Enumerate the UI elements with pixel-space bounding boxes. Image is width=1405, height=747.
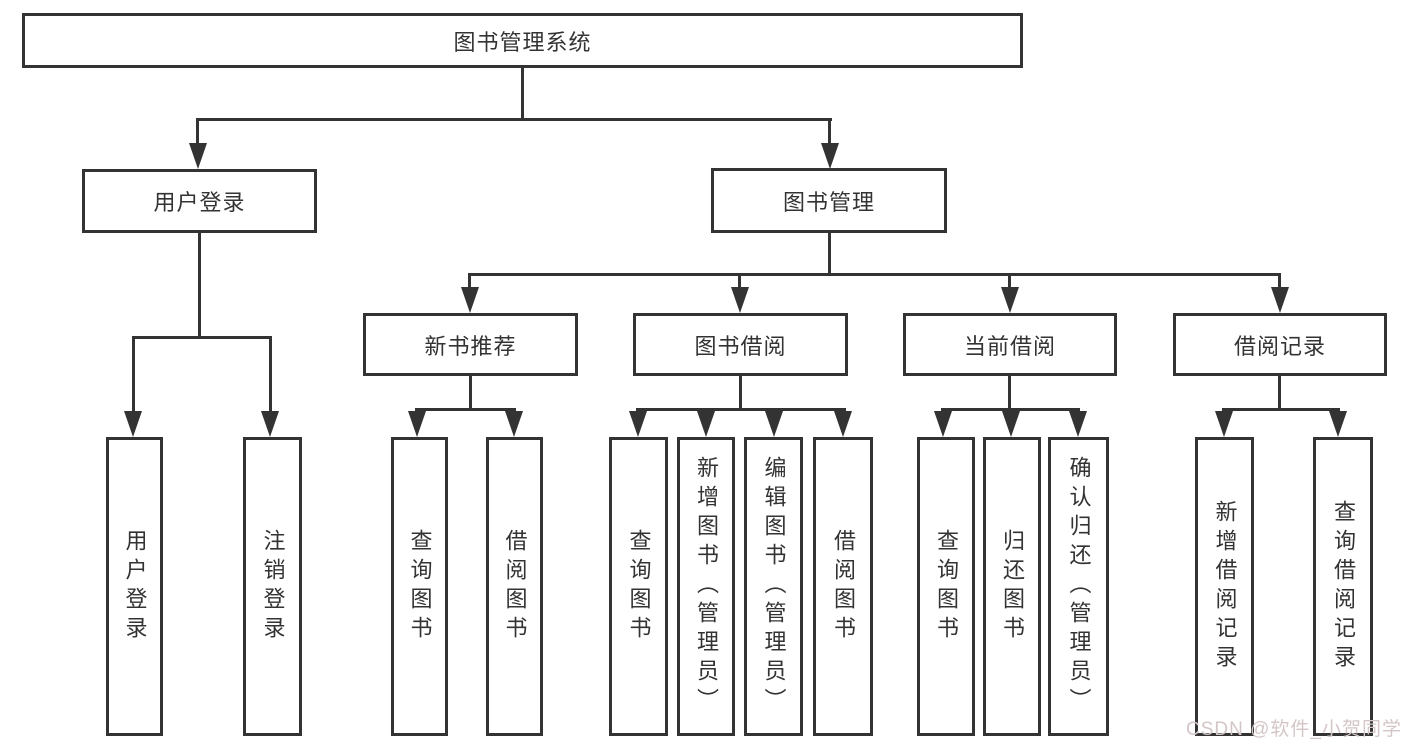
node-new-book-recommend: 新书推荐 <box>363 313 578 376</box>
arrowhead-down-icon <box>189 143 207 169</box>
node-book-borrowing: 图书借阅 <box>633 313 848 376</box>
leaf-borrow-books-recommend: 借阅图书 <box>486 437 543 736</box>
connector-line <box>1278 273 1281 287</box>
leaf-query-books-current: 查询图书 <box>917 437 975 736</box>
connector-line <box>415 408 516 411</box>
node-borrowing-records: 借阅记录 <box>1173 313 1387 376</box>
arrowhead-down-icon <box>1271 287 1289 313</box>
connector-line <box>1008 376 1011 408</box>
leaf-query-borrow-record: 查询借阅记录 <box>1313 437 1373 736</box>
leaf-query-books-recommend: 查询图书 <box>391 437 448 736</box>
connector-line <box>1278 376 1281 408</box>
connector-line <box>469 376 472 408</box>
connector-line <box>468 273 471 287</box>
arrowhead-down-icon <box>408 411 426 437</box>
arrowhead-down-icon <box>629 411 647 437</box>
node-current-borrowing: 当前借阅 <box>903 313 1117 376</box>
arrowhead-down-icon <box>697 411 715 437</box>
leaf-label: 用户登录 <box>122 528 148 645</box>
leaf-label: 编辑图书（管理员） <box>761 456 787 717</box>
leaf-label: 借阅图书 <box>502 528 528 645</box>
connector-line <box>198 233 201 336</box>
connector-line <box>941 408 1080 411</box>
connector-line <box>828 233 831 273</box>
connector-line <box>739 376 742 408</box>
leaf-label: 借阅图书 <box>831 528 856 645</box>
leaf-borrow-books: 借阅图书 <box>813 437 873 736</box>
leaf-user-login: 用户登录 <box>106 437 163 736</box>
arrowhead-down-icon <box>461 287 479 313</box>
arrowhead-down-icon <box>731 287 749 313</box>
connector-line <box>196 118 199 143</box>
arrowhead-down-icon <box>765 411 783 437</box>
leaf-add-books-admin: 新增图书（管理员） <box>677 437 735 736</box>
connector-line <box>521 68 524 118</box>
node-user-login: 用户登录 <box>82 169 317 233</box>
connector-line <box>132 336 272 339</box>
arrowhead-down-icon <box>1069 411 1087 437</box>
leaf-add-borrow-record: 新增借阅记录 <box>1195 437 1254 736</box>
node-library-management-system: 图书管理系统 <box>22 13 1023 68</box>
leaf-label: 查询借阅记录 <box>1331 499 1356 674</box>
arrowhead-down-icon <box>1001 287 1019 313</box>
connector-line <box>269 336 272 411</box>
leaf-label: 新增借阅记录 <box>1212 499 1238 674</box>
csdn-watermark: CSDN @软件_小贺同学 <box>1186 719 1402 740</box>
leaf-label: 注销登录 <box>260 528 286 645</box>
arrowhead-down-icon <box>1002 411 1020 437</box>
arrowhead-down-icon <box>1215 411 1233 437</box>
leaf-label: 确认归还（管理员） <box>1066 456 1092 717</box>
connector-line <box>738 273 741 287</box>
connector-line <box>1222 408 1340 411</box>
arrowhead-down-icon <box>934 411 952 437</box>
leaf-label: 查询图书 <box>626 528 652 645</box>
leaf-logout: 注销登录 <box>243 437 302 736</box>
arrowhead-down-icon <box>834 411 852 437</box>
leaf-confirm-return-admin: 确认归还（管理员） <box>1048 437 1109 736</box>
leaf-query-books-borrowing: 查询图书 <box>609 437 668 736</box>
leaf-label: 归还图书 <box>1000 528 1025 645</box>
connector-line <box>828 118 831 143</box>
arrowhead-down-icon <box>821 143 839 169</box>
connector-line <box>1008 273 1011 287</box>
arrowhead-down-icon <box>261 411 279 437</box>
leaf-label: 查询图书 <box>934 528 959 645</box>
connector-line <box>468 273 1281 276</box>
arrowhead-down-icon <box>124 411 142 437</box>
leaf-edit-books-admin: 编辑图书（管理员） <box>744 437 803 736</box>
connector-line <box>132 336 135 411</box>
leaf-label: 查询图书 <box>407 528 433 645</box>
connector-line <box>636 408 846 411</box>
leaf-label: 新增图书（管理员） <box>694 456 719 717</box>
arrowhead-down-icon <box>505 411 523 437</box>
node-book-management: 图书管理 <box>711 168 947 233</box>
connector-line <box>196 118 832 121</box>
arrowhead-down-icon <box>1329 411 1347 437</box>
leaf-return-books: 归还图书 <box>983 437 1041 736</box>
